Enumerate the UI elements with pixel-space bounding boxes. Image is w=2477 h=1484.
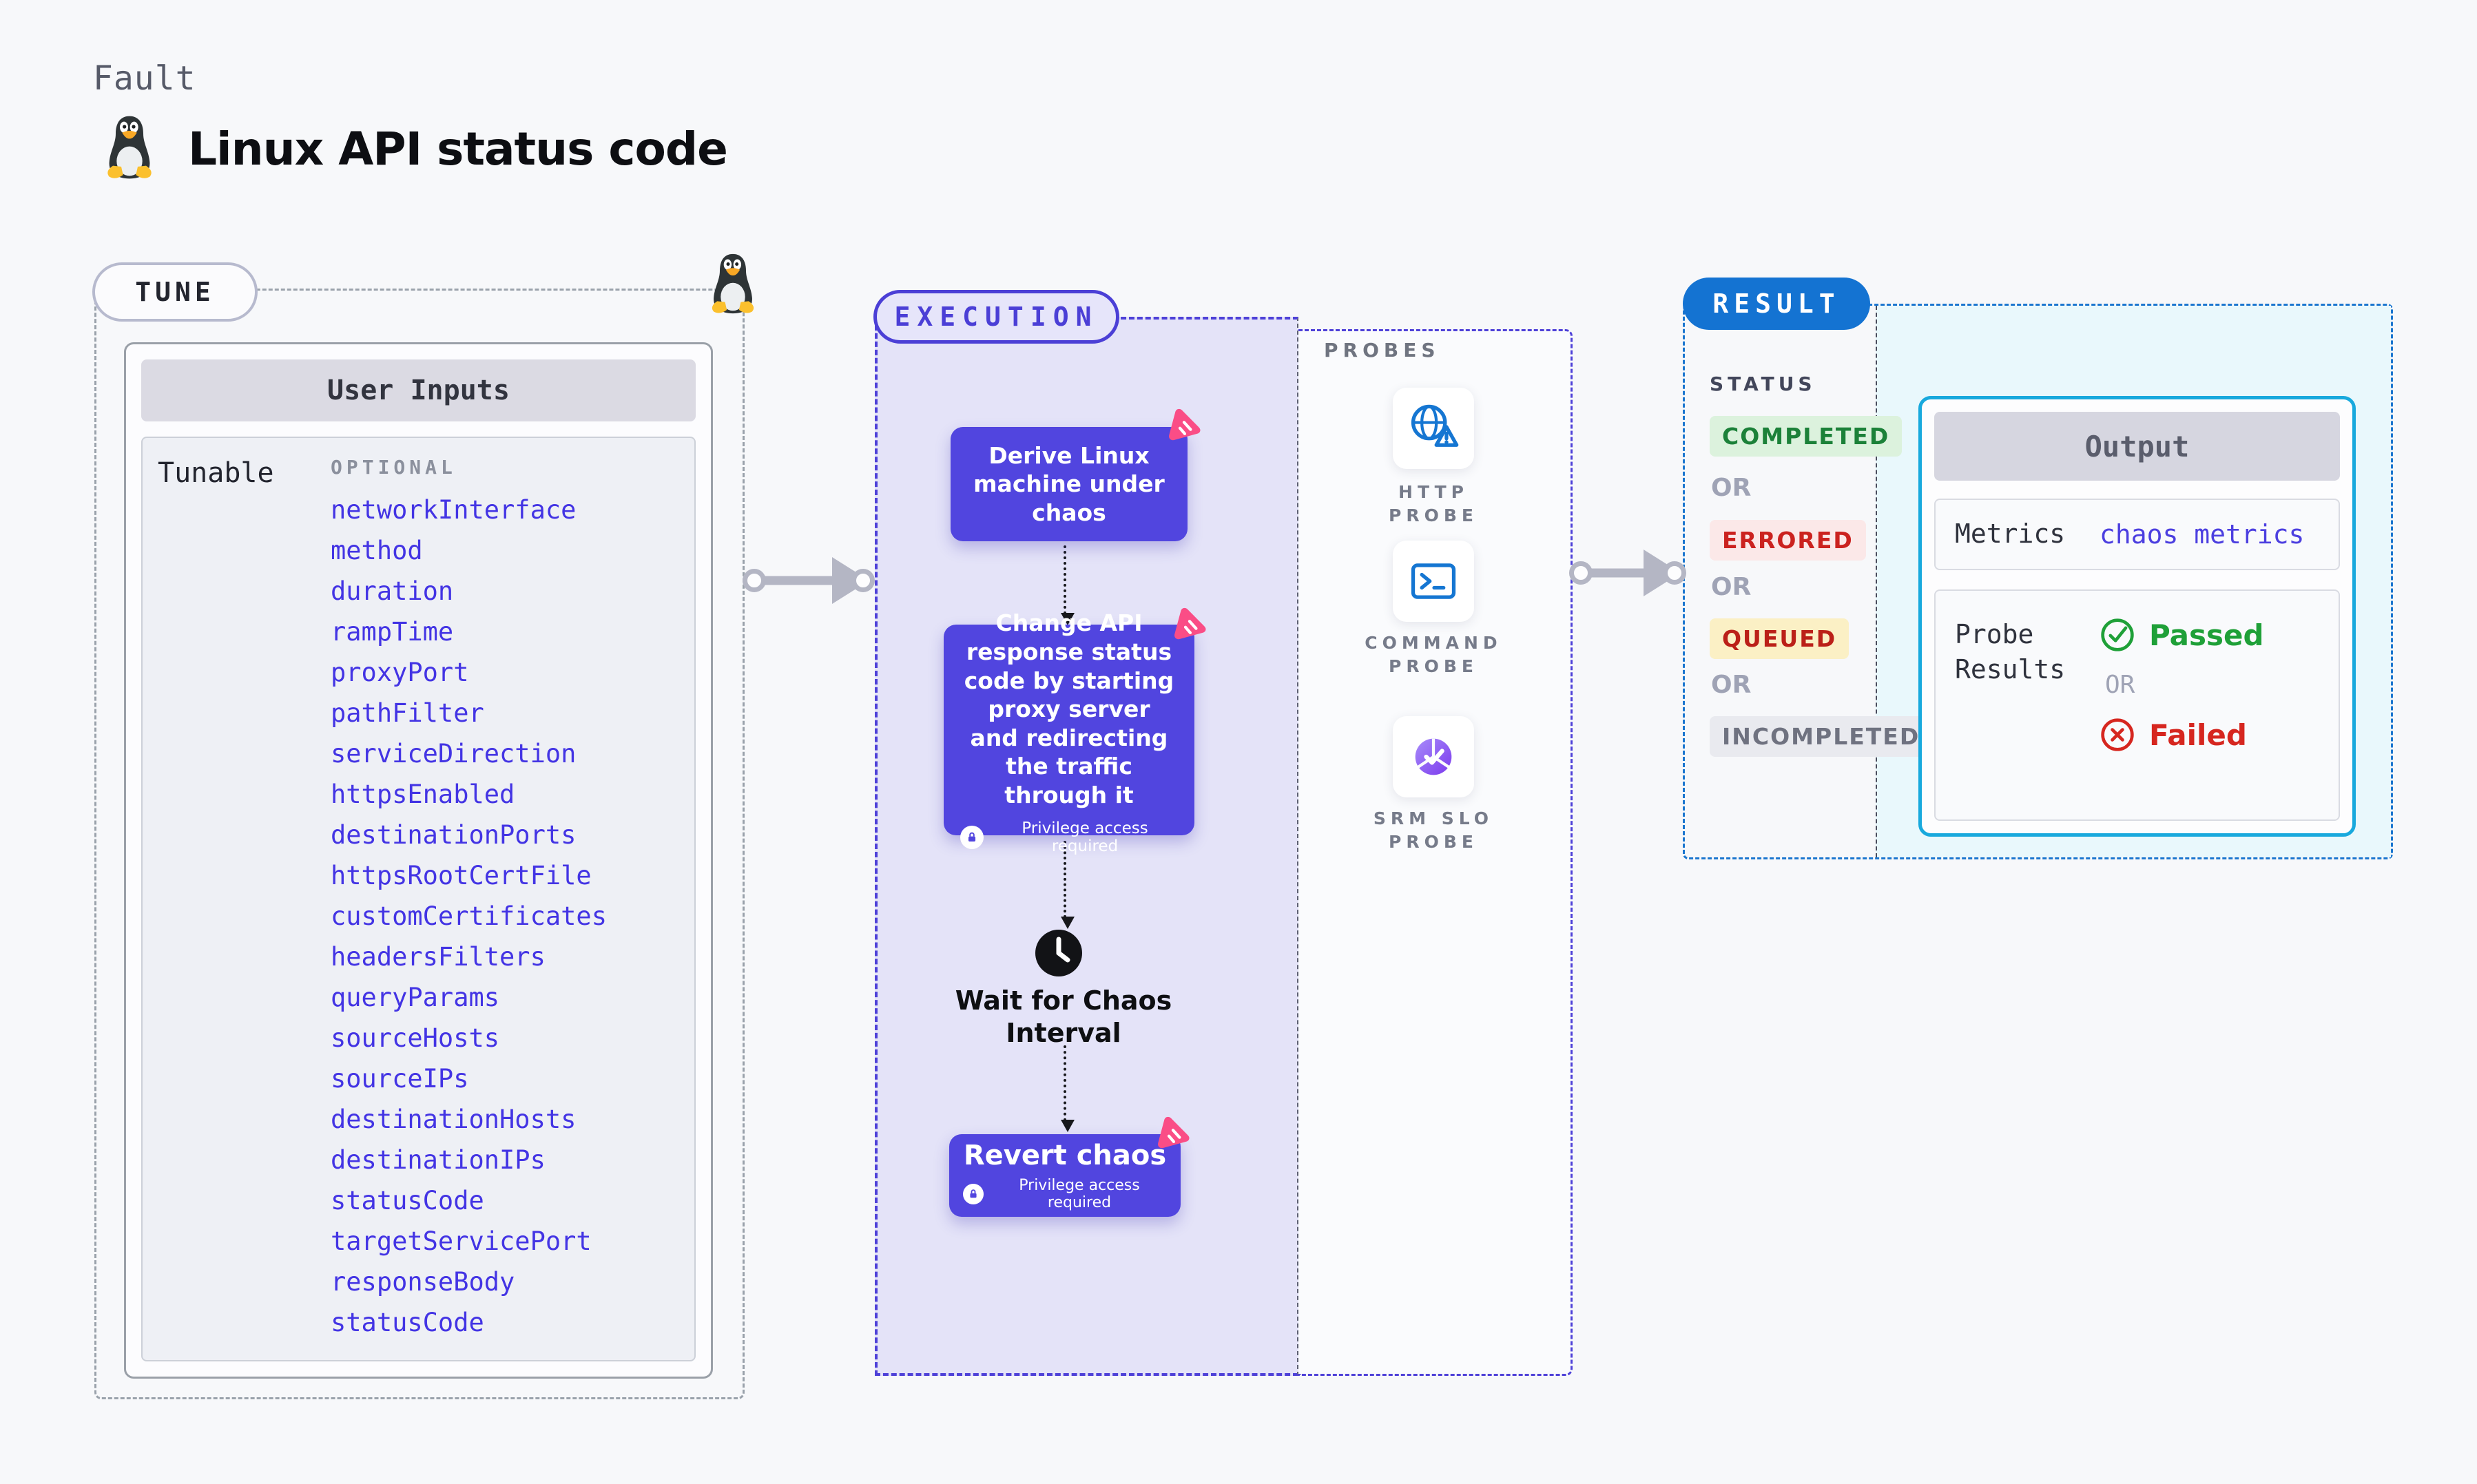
chaos-metrics-link[interactable]: chaos metrics (2100, 519, 2305, 550)
execution-to-result-arrow (1569, 548, 1686, 598)
probes-panel (1298, 329, 1573, 1376)
failed-line: Failed (2100, 717, 2264, 753)
privilege-row: Privilege access required (960, 819, 1178, 855)
tunable-link[interactable]: sourceHosts (331, 1023, 500, 1053)
status-badge-queued: QUEUED (1710, 618, 1849, 659)
step-inject-label: Change API response status code by start… (964, 609, 1174, 808)
status-badge-completed: COMPLETED (1710, 416, 1903, 457)
probe-results-row: Probe Results Passed OR Failed (1934, 589, 2340, 821)
user-inputs-title: User Inputs (141, 359, 696, 421)
status-badge-incompleted: INCOMPLETED (1710, 716, 1933, 757)
tunable-link[interactable]: networkInterface (331, 495, 577, 525)
terminal-icon (1411, 563, 1456, 599)
execution-badge: EXECUTION (873, 290, 1119, 344)
result-badge: RESULT (1683, 278, 1870, 330)
lock-icon (960, 825, 984, 849)
srm-slo-probe-label: SRM SLO PROBE (1373, 808, 1494, 852)
probe-results-values: Passed OR Failed (2100, 617, 2264, 819)
output-box: Output Metrics chaos metrics Probe Resul… (1918, 396, 2356, 837)
linux-tux-icon (101, 114, 158, 183)
tune-badge: TUNE (92, 262, 258, 322)
step-derive-label: Derive Linux machine under chaos (973, 441, 1165, 526)
tunable-row-label: Tunable (158, 457, 274, 489)
tunable-link[interactable]: statusCode (331, 1186, 484, 1215)
tunable-link[interactable]: httpsEnabled (331, 780, 515, 809)
http-probe-card (1393, 388, 1474, 469)
passed-label: Passed (2149, 618, 2264, 652)
tunable-link[interactable]: method (331, 536, 423, 565)
tunable-link[interactable]: sourceIPs (331, 1064, 469, 1094)
probe-results-label: Probe Results (1955, 619, 2066, 685)
flow-connector (1061, 545, 1075, 625)
failed-label: Failed (2149, 718, 2247, 752)
tunable-link[interactable]: destinationHosts (331, 1105, 577, 1134)
srm-slo-probe-card (1393, 716, 1474, 797)
http-probe-label: HTTP PROBE (1389, 482, 1478, 525)
tunable-link[interactable]: httpsRootCertFile (331, 861, 592, 890)
tunable-link[interactable]: destinationIPs (331, 1145, 546, 1175)
optional-column-label: OPTIONAL (331, 456, 457, 479)
title-row: Linux API status code (101, 114, 728, 183)
tunable-link[interactable]: destinationPorts (331, 820, 577, 850)
tune-panel (94, 289, 745, 1399)
status-badge-errored: ERRORED (1710, 520, 1866, 561)
tunable-link[interactable]: targetServicePort (331, 1226, 592, 1256)
tunable-link[interactable]: responseBody (331, 1267, 515, 1297)
tunable-link[interactable]: statusCode (331, 1308, 484, 1337)
optional-column: OPTIONAL networkInterface method duratio… (331, 456, 607, 1343)
metrics-label: Metrics (1955, 519, 2066, 550)
passed-line: Passed (2100, 617, 2264, 653)
step-revert-chaos: Revert chaos Privilege access required (949, 1134, 1181, 1217)
output-title: Output (1934, 412, 2340, 481)
flow-connector (1061, 1045, 1075, 1132)
x-circle-icon (2101, 718, 2134, 751)
tune-to-execution-arrow (743, 556, 875, 605)
tunable-link[interactable]: headersFilters (331, 942, 546, 972)
lock-icon (963, 1184, 984, 1204)
tunable-link[interactable]: proxyPort (331, 658, 469, 687)
wait-for-chaos-label: Wait for Chaos Interval (955, 985, 1172, 1049)
tunable-link[interactable]: customCertificates (331, 901, 607, 931)
user-inputs-body: Tunable OPTIONAL networkInterface method… (141, 437, 696, 1361)
globe-warning-icon (1411, 404, 1459, 447)
or-label: OR (1711, 671, 1752, 699)
step-revert-label: Revert chaos (963, 1140, 1167, 1171)
probes-label: PROBES (1324, 339, 1440, 362)
metrics-row: Metrics chaos metrics (1934, 499, 2340, 570)
command-probe-card (1393, 541, 1474, 622)
step-derive-machine: Derive Linux machine under chaos (951, 427, 1188, 541)
page-title: Linux API status code (188, 122, 728, 176)
flow-connector (1061, 841, 1075, 929)
tunable-link[interactable]: serviceDirection (331, 739, 577, 769)
command-probe-label: COMMAND PROBE (1365, 633, 1502, 676)
tunable-link[interactable]: duration (331, 576, 454, 606)
step-inject-chaos: Change API response status code by start… (944, 609, 1194, 855)
slo-pie-icon (1415, 738, 1452, 775)
or-label: OR (1711, 474, 1752, 502)
user-inputs-card: User Inputs Tunable OPTIONAL networkInte… (124, 342, 713, 1379)
linux-tux-icon-small (707, 252, 759, 318)
tunable-link[interactable]: rampTime (331, 617, 454, 647)
or-label: OR (1711, 573, 1752, 601)
privilege-label: Privilege access required (1019, 1177, 1140, 1211)
privilege-label: Privilege access required (1022, 819, 1148, 855)
tunable-link[interactable]: queryParams (331, 983, 500, 1012)
fault-kicker: Fault (93, 59, 196, 98)
wait-clock-icon (1034, 928, 1084, 981)
or-label: OR (2105, 671, 2135, 699)
privilege-row: Privilege access required (963, 1177, 1167, 1211)
check-circle-icon (2101, 618, 2134, 651)
tunable-link[interactable]: pathFilter (331, 698, 484, 728)
status-label: STATUS (1710, 373, 1816, 395)
